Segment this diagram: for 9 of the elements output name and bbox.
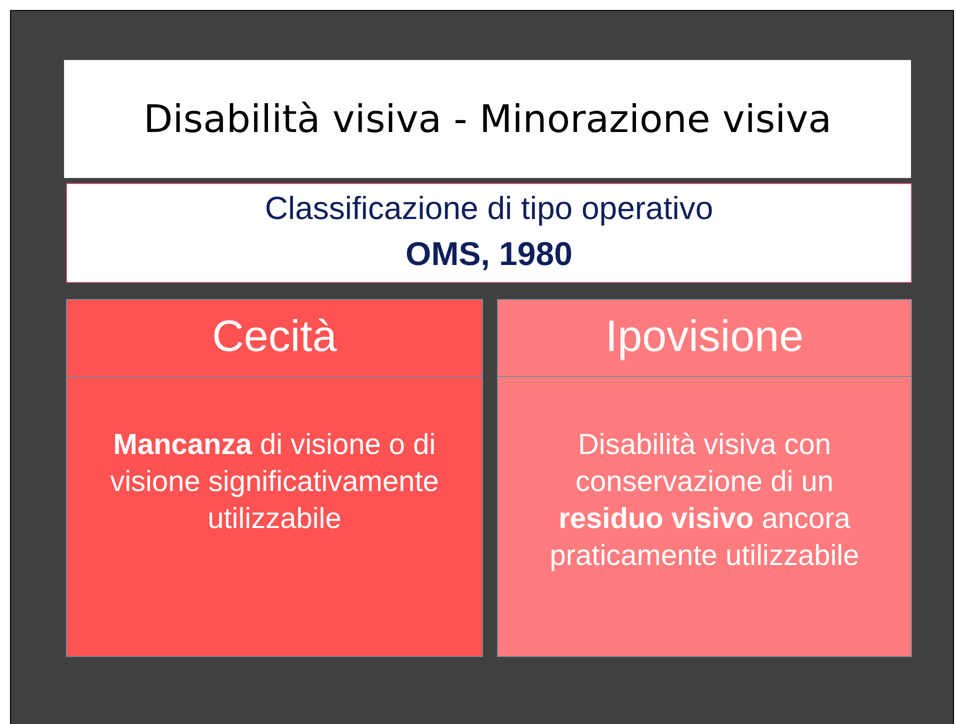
category-card <box>497 299 912 657</box>
subtitle-box <box>66 183 912 283</box>
card-description: Disabilità visiva con conservazione di un residuo visivo ancora praticamente utilizzabile <box>548 428 860 574</box>
category-card <box>66 299 483 657</box>
slide-title: Disabilità visiva - Minorazione visiva <box>143 97 832 141</box>
card-description: Mancanza di visione o di visione significativamente utilizzabile <box>110 428 440 537</box>
source-reference: OMS, 1980 <box>404 235 574 273</box>
title-box <box>64 60 911 178</box>
subtitle: Classificazione di tipo operativo <box>264 190 714 227</box>
